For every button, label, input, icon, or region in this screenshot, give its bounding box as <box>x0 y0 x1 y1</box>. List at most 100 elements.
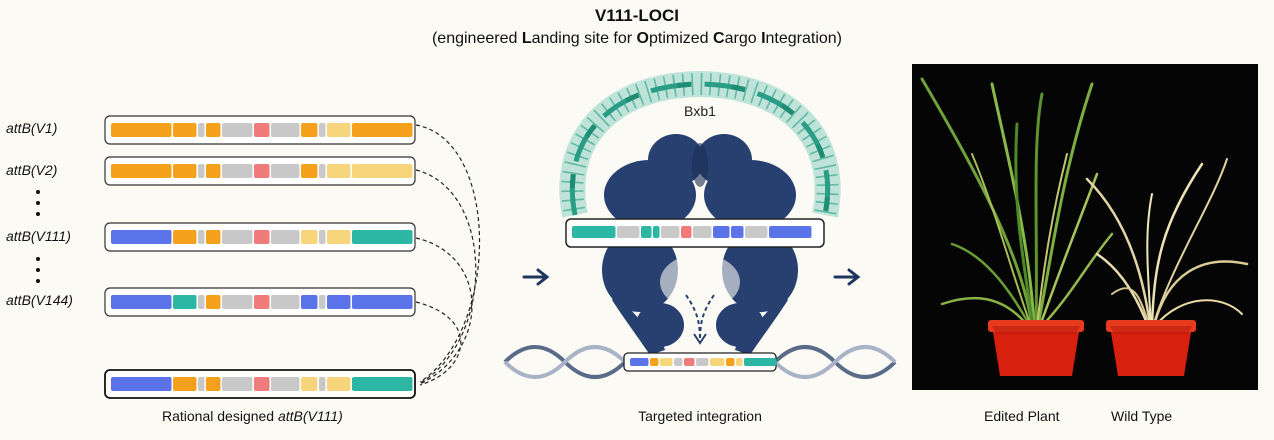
label-prefix: attB( <box>6 162 36 178</box>
sequence-segment <box>319 123 326 137</box>
sequence-segment <box>254 164 270 178</box>
helix-rung <box>586 116 605 133</box>
helix-rung <box>564 161 587 168</box>
sequence-segment <box>206 230 221 244</box>
sequence-segment <box>744 358 777 366</box>
left-caption: Rational designed attB(V111) <box>162 408 343 424</box>
ellipsis-dots <box>36 190 40 283</box>
helix-rung <box>814 209 837 215</box>
sequence-segment <box>206 123 221 137</box>
sequence-segment <box>222 164 253 178</box>
helix-rung <box>791 111 809 129</box>
plant-photo <box>912 64 1258 390</box>
figure-subtitle: (engineered Landing site for Optimized C… <box>0 30 1274 48</box>
label-suffix: ) <box>52 120 58 136</box>
insertion-arrows-icon <box>685 294 715 341</box>
attp-dna-bar <box>565 218 825 248</box>
label-name: V1 <box>35 120 53 136</box>
sequence-segment <box>206 295 221 309</box>
sequence-segment <box>731 226 744 238</box>
plant-illustration <box>920 77 1249 376</box>
label-suffix: ) <box>52 162 58 178</box>
sequence-segment <box>111 295 172 309</box>
sequence-segment <box>641 226 652 238</box>
variant-label-v1: attB(V1) <box>6 120 57 136</box>
sequence-segment <box>301 230 318 244</box>
sequence-segment <box>301 377 318 391</box>
sequence-segment <box>173 164 197 178</box>
sequence-segment <box>693 226 712 238</box>
integrated-cargo-bar <box>623 352 777 372</box>
variant-label-v144: attB(V144) <box>6 292 73 308</box>
label-wild-type: Wild Type <box>1111 408 1173 424</box>
sequence-segment <box>726 358 735 366</box>
sequence-segment <box>222 230 253 244</box>
label-edited-plant: Edited Plant <box>984 408 1060 424</box>
enzyme-label: Bxb1 <box>684 103 716 119</box>
construct-v144 <box>104 287 416 317</box>
middle-caption: Targeted integration <box>638 408 762 424</box>
label-suffix: ) <box>66 228 71 244</box>
construct-v2 <box>104 156 416 186</box>
subtitle-part: argo <box>724 30 762 47</box>
sequence-segment <box>206 164 221 178</box>
sequence-segment <box>198 164 205 178</box>
label-prefix: attB( <box>6 292 36 308</box>
sequence-segment <box>198 377 205 391</box>
helix-rung <box>691 73 694 96</box>
variant-label-v111: attB(V111) <box>6 228 71 244</box>
sequence-segment <box>301 164 318 178</box>
sequence-segment <box>173 377 197 391</box>
sequence-segment <box>352 230 413 244</box>
sequence-segment <box>254 295 270 309</box>
protein-shading <box>660 143 740 310</box>
construct-final <box>104 369 416 399</box>
segments <box>111 377 413 391</box>
segments <box>111 295 413 309</box>
sequence-segment <box>271 123 300 137</box>
subtitle-letter-l: L <box>521 30 532 47</box>
sequence-segment <box>696 358 709 366</box>
sequence-segment <box>111 123 172 137</box>
label-prefix: attB( <box>6 228 36 244</box>
sequence-segment <box>653 226 660 238</box>
helix-rung <box>750 81 759 104</box>
sequence-segment <box>173 123 197 137</box>
figure-title: V111-LOCI <box>594 6 680 25</box>
sequence-segment <box>206 377 221 391</box>
pot-wildtype <box>1106 320 1196 376</box>
genomic-dna-helix <box>503 345 897 379</box>
sequence-segment <box>198 123 205 137</box>
sequence-segment <box>327 377 351 391</box>
wildtype-plant-leaves <box>1085 158 1249 328</box>
helix-rung <box>812 154 834 163</box>
subtitle-part: (engineered <box>431 30 522 47</box>
sequence-segment <box>271 230 300 244</box>
helix-rung <box>742 79 750 101</box>
sequence-segment <box>301 123 318 137</box>
label-prefix: attB( <box>6 120 36 136</box>
segments <box>111 123 413 137</box>
sequence-segment <box>630 358 649 366</box>
sequence-segment <box>681 226 692 238</box>
sequence-segment <box>769 226 812 238</box>
subtitle-letter-c: C <box>713 30 725 47</box>
sequence-segment <box>222 123 253 137</box>
sequence-segment <box>327 123 351 137</box>
sequence-segment <box>572 226 616 238</box>
left-caption-italic: attB(V111) <box>277 408 343 424</box>
sequence-segment <box>674 358 683 366</box>
sequence-segment <box>319 164 326 178</box>
variant-label-v2: attB(V2) <box>6 162 57 178</box>
label-suffix: ) <box>68 292 73 308</box>
sequence-segment <box>254 377 270 391</box>
pot-edited <box>988 320 1084 376</box>
segments <box>111 230 413 244</box>
subtitle-part: ntegration) <box>765 30 843 47</box>
sequence-segment <box>301 295 318 309</box>
sequence-segment <box>617 226 640 238</box>
helix-rung <box>593 109 610 127</box>
sequence-segment <box>710 358 725 366</box>
sequence-segment <box>271 164 300 178</box>
subtitle-letter-i: I <box>761 30 766 47</box>
